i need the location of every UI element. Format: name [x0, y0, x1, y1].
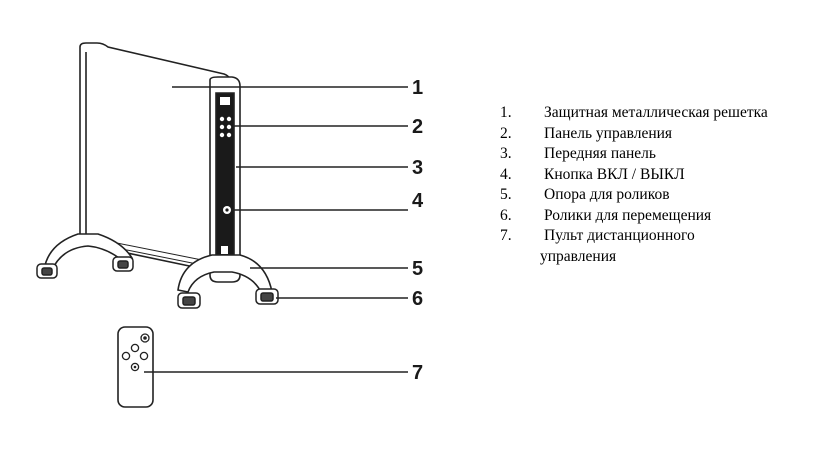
legend-text: Передняя панель — [544, 145, 656, 162]
callout-1: 1 — [412, 77, 423, 99]
legend-item: 2. Панель управления — [500, 124, 830, 145]
callout-4: 4 — [412, 190, 424, 212]
frame-emblem — [221, 246, 228, 254]
callout-2: 2 — [412, 116, 423, 138]
legend-number: 2. — [500, 124, 512, 142]
legend-text: Ролики для перемещения — [544, 206, 712, 224]
legend-number: 1. — [500, 104, 512, 121]
legend-text: Пульт дистанционного — [544, 227, 695, 244]
legend-text: Кнопка ВКЛ / ВЫКЛ — [544, 165, 685, 183]
legend-text-continuation: управления — [540, 247, 617, 265]
legend-item: 7. Пульт дистанционного — [500, 226, 830, 247]
callout-6: 6 — [412, 288, 423, 310]
callout-7: 7 — [412, 362, 423, 384]
legend-number: 6. — [500, 206, 512, 224]
legend-text: Опора для роликов — [544, 186, 670, 203]
right-stand-caster — [177, 288, 279, 309]
leader-lines — [144, 86, 408, 373]
legend-number: 4. — [500, 165, 512, 183]
legend-number: 5. — [500, 186, 512, 203]
legend-item: 6. Ролики для перемещения — [500, 206, 830, 227]
legend-item: 1. Защитная металлическая решетка — [500, 103, 830, 124]
remote-control — [117, 326, 154, 408]
legend-text: Защитная металлическая решетка — [544, 104, 768, 121]
left-stand-caster — [36, 256, 134, 279]
legend-number: 3. — [500, 145, 512, 162]
control-panel — [219, 116, 232, 138]
callout-3: 3 — [412, 157, 423, 179]
legend-item: 3. Передняя панель — [500, 144, 830, 165]
callout-5: 5 — [412, 258, 423, 280]
legend-text: Панель управления — [544, 124, 673, 142]
power-button — [223, 206, 231, 214]
legend-number: 7. — [500, 227, 512, 244]
legend-item: 5. Опора для роликов — [500, 185, 830, 206]
parts-legend: 1. Защитная металлическая решетка 2. Пан… — [500, 103, 830, 267]
legend-item: 4. Кнопка ВКЛ / ВЫКЛ — [500, 165, 830, 186]
